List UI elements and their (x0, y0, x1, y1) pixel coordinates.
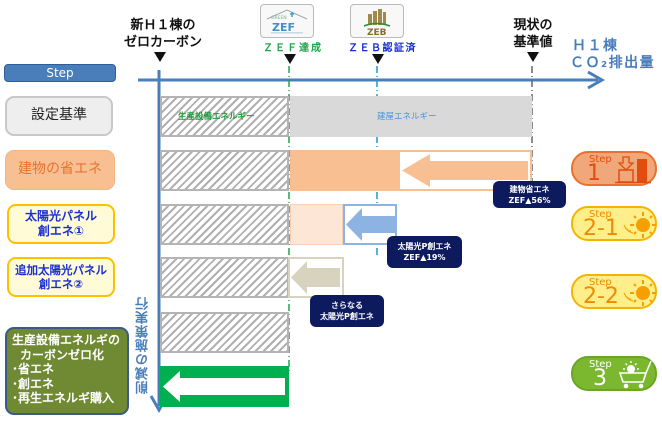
building-saving-callout-line2: ZEF▲56% (508, 195, 551, 205)
building-saving-label: 建物の省エネ (5, 150, 115, 190)
solar2-label: 追加太陽光パネル 創エネ② (7, 257, 115, 297)
svg-text:GREEN: GREEN (271, 15, 287, 21)
step1-badge: Step 1 (571, 151, 657, 186)
step2-2-badge-step: Step (589, 277, 612, 288)
building-saving-arrow-icon (402, 154, 528, 187)
zef-logo: GREEN ZEF (260, 4, 314, 38)
step2-1-badge: Step 2-1 (571, 206, 657, 241)
step2-2-badge-number: 2-2 (583, 284, 619, 309)
sun-icon (623, 280, 656, 306)
zef-logo-text: ZEF (272, 21, 295, 34)
current-baseline-marker-icon (527, 52, 539, 62)
row2-production-bar (160, 150, 289, 191)
step3-badge-number: 3 (593, 366, 607, 391)
x-axis-arrowhead-icon (587, 70, 606, 90)
solar1-arrow-icon (346, 208, 396, 241)
solar2-arrow-icon (291, 261, 340, 294)
x-axis-label: Ｈ１棟 ＣＯ₂排出量 (570, 38, 655, 72)
y-axis-label: 削減の施策実行 (136, 296, 151, 394)
solar1-callout-line2: ZEF▲19% (403, 253, 446, 262)
step1-badge-number: 1 (587, 161, 601, 186)
production-label-item2: ･創エネ (12, 376, 55, 391)
production-carbon-zero-label: 生産設備エネルギの カーボンゼロ化 ･省エネ ･創エネ ･再生エネルギ購入 (5, 327, 129, 415)
solar1-label-line1: 太陽光パネル (24, 209, 97, 223)
zef-marker-icon (284, 54, 296, 64)
solar1-callout: 太陽光P創エネ ZEF▲19% (387, 236, 462, 268)
zeb-logo-text: ZEB (367, 28, 387, 37)
step1-badge-step: Step (589, 154, 612, 165)
solar2-callout: さらなる 太陽光P創エネ (310, 295, 384, 327)
row3-production-bar (160, 204, 289, 245)
row3-building-bar (290, 204, 343, 245)
step-header: Step (4, 64, 116, 82)
step3-badge: Step 3 (571, 356, 657, 391)
x-axis-label-line2: ＣＯ₂排出量 (570, 55, 656, 71)
zeb-logo: ZEB (350, 4, 404, 38)
solar2-callout-line1: さらなる (331, 301, 363, 310)
solar2-callout-line2: 太陽光P創エネ (320, 312, 374, 321)
step2-1-badge-number: 2-1 (583, 216, 619, 241)
x-axis-label-line1: Ｈ１棟 (572, 38, 619, 54)
building-saving-callout-line1: 建物省エネ (509, 184, 550, 194)
new-zero-carbon-label: 新Ｈ１棟の ゼロカーボン (123, 18, 202, 50)
step3-badge-step: Step (589, 359, 612, 370)
new-zero-carbon-marker-icon (154, 52, 166, 62)
production-label-line2: カーボンゼロ化 (20, 347, 105, 362)
row2-building-bar (290, 150, 398, 191)
production-energy-bar (160, 96, 289, 137)
row4-production-bar (160, 257, 289, 298)
building-saving-callout: 建物省エネ ZEF▲56% (493, 181, 566, 208)
building-energy-label: 建屋エネルギー (377, 112, 437, 122)
step2-2-badge: Step 2-2 (571, 274, 657, 309)
sun-icon (623, 212, 656, 238)
zef-achieved-label: ＺＥＦ達成 (263, 43, 323, 54)
solar1-callout-line1: 太陽光P創エネ (397, 242, 452, 251)
step2-1-badge-step: Step (589, 209, 612, 220)
solar1-label: 太陽光パネル 創エネ① (7, 204, 115, 244)
production-label-item1: ･省エネ (12, 362, 55, 376)
solar1-label-line2: 創エネ① (37, 224, 85, 238)
building-down-arrow-icon (615, 156, 651, 184)
zeb-certified-label: ＺＥＢ認証済 (348, 43, 417, 54)
production-label-item3: ･再生エネルギ購入 (12, 391, 115, 405)
row5-production-bar (160, 312, 289, 353)
carbon-zero-arrow-icon (163, 371, 285, 402)
solar2-label-line2: 創エネ② (38, 277, 84, 291)
current-baseline-label: 現状の 基準値 (513, 18, 553, 50)
solar2-label-line1: 追加太陽光パネル (15, 262, 107, 277)
production-energy-label: 生産設備エネルギー (178, 112, 255, 122)
baseline-label: 設定基準 (5, 96, 113, 136)
production-label-line1: 生産設備エネルギの (12, 333, 121, 347)
zeb-marker-icon (372, 54, 384, 64)
building-energy-bar (290, 96, 532, 137)
shopping-cart-sun-icon (618, 360, 652, 389)
